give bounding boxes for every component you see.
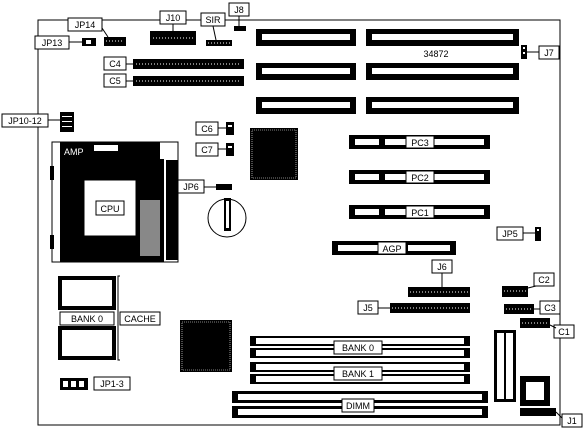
bank0-cache-label: BANK 0 (71, 314, 103, 324)
isa-slot-6 (366, 97, 519, 114)
cache-bracket (117, 275, 120, 361)
j1-header (520, 408, 556, 416)
pci-slot-pc2: PC2 (349, 170, 490, 184)
label-j5: J5 (357, 300, 390, 315)
label-jp1-3: JP1-3 (93, 376, 131, 391)
cache-chip-2 (58, 326, 116, 360)
agp-label: AGP (382, 244, 401, 254)
c2-connector (502, 286, 528, 297)
pc2-label: PC2 (411, 173, 429, 183)
serial-port (520, 376, 550, 406)
sir-header (206, 40, 232, 46)
bank0-simm-label: BANK 0 (342, 343, 374, 353)
bank1-simm-label: BANK 1 (342, 369, 374, 379)
pci-slot-pc3: PC3 (349, 135, 490, 149)
sir-label: SIR (205, 15, 221, 25)
label-j6: J6 (431, 259, 453, 287)
c6-jumper (226, 122, 234, 135)
jp14-label: JP14 (75, 20, 96, 30)
label-bank1-simm: BANK 1 (333, 366, 383, 381)
j5-label: J5 (363, 303, 373, 313)
c5-label: C5 (109, 76, 121, 86)
jp1-3-jumpers (60, 378, 88, 390)
cache-chip-1 (58, 276, 116, 310)
isa-slot-5 (366, 63, 519, 80)
jp6-jumper (216, 184, 232, 190)
label-j7: J7 (527, 45, 560, 60)
jp13-jumper (82, 38, 96, 46)
pc1-label: PC1 (411, 208, 429, 218)
jp13-label: JP13 (42, 38, 63, 48)
jp6-label: JP6 (183, 182, 199, 192)
c7-label: C7 (201, 145, 213, 155)
c1-label: C1 (558, 327, 570, 337)
jp1-3-label: JP1-3 (100, 379, 124, 389)
c6-label: C6 (201, 124, 213, 134)
label-sir: SIR (200, 12, 226, 41)
label-j8: J8 (228, 2, 250, 26)
jp14-jumper (104, 37, 126, 46)
label-j10: J10 (159, 10, 187, 31)
isa-slot-2 (256, 63, 356, 80)
j6-header (408, 287, 470, 297)
c4-label: C4 (109, 59, 121, 69)
label-jp13: JP13 (34, 35, 82, 50)
label-c3: C3 (534, 300, 561, 315)
j10-header (150, 31, 196, 45)
cpu-socket: AMP CPU (50, 141, 179, 263)
label-bank0-cache: BANK 0 (59, 311, 115, 326)
label-c7: C7 (195, 142, 226, 157)
cpu-label: CPU (100, 204, 119, 214)
j7-jumper (521, 45, 527, 59)
power-connector (494, 330, 516, 402)
c1-connector (520, 318, 550, 328)
j7-label: J7 (544, 48, 554, 58)
label-cache: CACHE (119, 311, 161, 326)
battery (207, 198, 247, 238)
isa-slot-1 (256, 29, 356, 46)
label-jp5: JP5 (496, 226, 535, 241)
label-bank0-simm: BANK 0 (333, 340, 383, 355)
j8-header (234, 26, 246, 31)
dimm-label: DIMM (346, 401, 370, 411)
j5-header (390, 303, 470, 313)
label-c6: C6 (195, 121, 226, 136)
j8-label: J8 (234, 5, 244, 15)
j6-label: J6 (437, 262, 447, 272)
label-c2: C2 (527, 272, 555, 289)
jp5-jumper (535, 227, 541, 241)
label-jp14: JP14 (67, 17, 109, 38)
amp-label: AMP (64, 147, 84, 157)
jp10-12-jumpers (60, 112, 74, 132)
c3-connector (504, 304, 534, 314)
pc3-label: PC3 (411, 138, 429, 148)
c3-label: C3 (544, 303, 556, 313)
jp5-label: JP5 (502, 229, 518, 239)
agp-slot: AGP (332, 241, 456, 255)
board-id-text: 34872 (423, 49, 448, 59)
j10-label: J10 (166, 13, 181, 23)
dimm-slot-1 (232, 391, 488, 403)
label-jp6: JP6 (177, 179, 216, 194)
label-dimm: DIMM (341, 398, 375, 413)
c7-jumper (226, 143, 234, 156)
label-c5: C5 (103, 73, 133, 88)
label-c4: C4 (103, 56, 133, 71)
c5-connector (133, 76, 244, 86)
jp10-12-label: JP10-12 (8, 116, 42, 126)
chipset-chip-north (250, 128, 298, 180)
isa-slot-3 (256, 97, 356, 114)
label-j1: J1 (555, 411, 583, 428)
label-c1: C1 (549, 324, 575, 339)
c2-label: C2 (538, 275, 550, 285)
j1-label: J1 (567, 416, 577, 426)
label-jp10-12: JP10-12 (1, 113, 60, 128)
pci-slot-pc1: PC1 (349, 205, 490, 219)
c4-connector (133, 59, 244, 69)
isa-slot-4 (366, 29, 519, 46)
chipset-chip-south (180, 320, 232, 372)
cache-label: CACHE (124, 314, 156, 324)
